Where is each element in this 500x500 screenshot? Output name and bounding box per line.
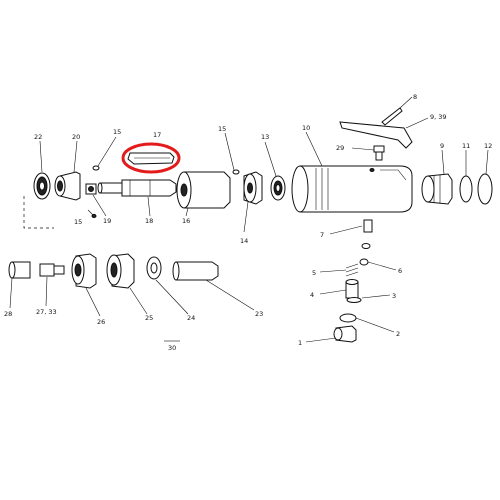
label-8: 8 (413, 93, 417, 101)
part-7-valve-stem (363, 219, 373, 233)
label-20: 20 (72, 133, 80, 141)
part-17-vane (127, 152, 175, 165)
part-4-valve-body (345, 279, 359, 299)
part-stem-oring (361, 243, 371, 249)
part-26-chuck (71, 253, 97, 289)
label-9: 9 (440, 142, 444, 150)
label-16: 16 (182, 217, 190, 225)
label-29: 29 (336, 144, 344, 152)
part-24-washer (146, 256, 162, 280)
label-22: 22 (34, 133, 42, 141)
part-20-housing (54, 171, 81, 201)
part-1-inlet (333, 325, 357, 343)
label-4: 4 (310, 291, 314, 299)
label-11: 11 (462, 142, 470, 150)
part-22-end-cap (33, 172, 51, 200)
label-18: 18 (145, 217, 153, 225)
label-15-pin: 15 (74, 218, 82, 226)
part-9-deflector (421, 173, 453, 205)
label-6: 6 (398, 267, 402, 275)
label-26: 26 (97, 318, 105, 326)
label-5: 5 (312, 269, 316, 277)
part-18-spindle (97, 179, 177, 197)
label-2: 2 (396, 330, 400, 338)
label-3: 3 (392, 292, 396, 300)
part-3-gasket (346, 297, 362, 303)
label-13: 13 (261, 133, 269, 141)
part-5-spring (345, 263, 359, 277)
part-15-oring-mid (232, 169, 240, 175)
part-9-lever (339, 121, 413, 149)
part-14-end-plate (243, 171, 263, 205)
label-15-mid: 15 (218, 125, 226, 133)
part-13-bearing (270, 175, 286, 201)
part-15-pin (87, 209, 97, 219)
label-14: 14 (240, 237, 248, 245)
part-10-housing (291, 165, 413, 213)
label-30: 30 (168, 344, 176, 352)
label-24: 24 (187, 314, 195, 322)
part-27-collet-nut (39, 263, 65, 277)
label-15-left: 15 (113, 128, 121, 136)
label-23: 23 (255, 310, 263, 318)
label-12: 12 (484, 142, 492, 150)
part-19-nut (85, 183, 97, 195)
label-10: 10 (302, 124, 310, 132)
part-12-oring (477, 173, 493, 205)
part-16-cylinder (176, 171, 231, 209)
label-17: 17 (153, 131, 161, 139)
label-1: 1 (298, 339, 302, 347)
label-9-39: 9, 39 (430, 113, 447, 121)
label-7: 7 (320, 231, 324, 239)
part-28-collet (8, 261, 31, 279)
part-23-sleeve (172, 261, 219, 281)
part-6-seat (359, 258, 369, 266)
part-2-plate (339, 313, 357, 323)
part-15-oring-left (92, 165, 100, 171)
part-29-valve (373, 145, 385, 161)
label-25: 25 (145, 314, 153, 322)
part-11-ring (459, 175, 473, 203)
label-28: 28 (4, 310, 12, 318)
highlight-ring (121, 142, 181, 174)
label-19: 19 (103, 217, 111, 225)
label-27-33: 27, 33 (36, 308, 57, 316)
part-25-gear (106, 253, 135, 289)
part-8-pin (381, 107, 403, 126)
